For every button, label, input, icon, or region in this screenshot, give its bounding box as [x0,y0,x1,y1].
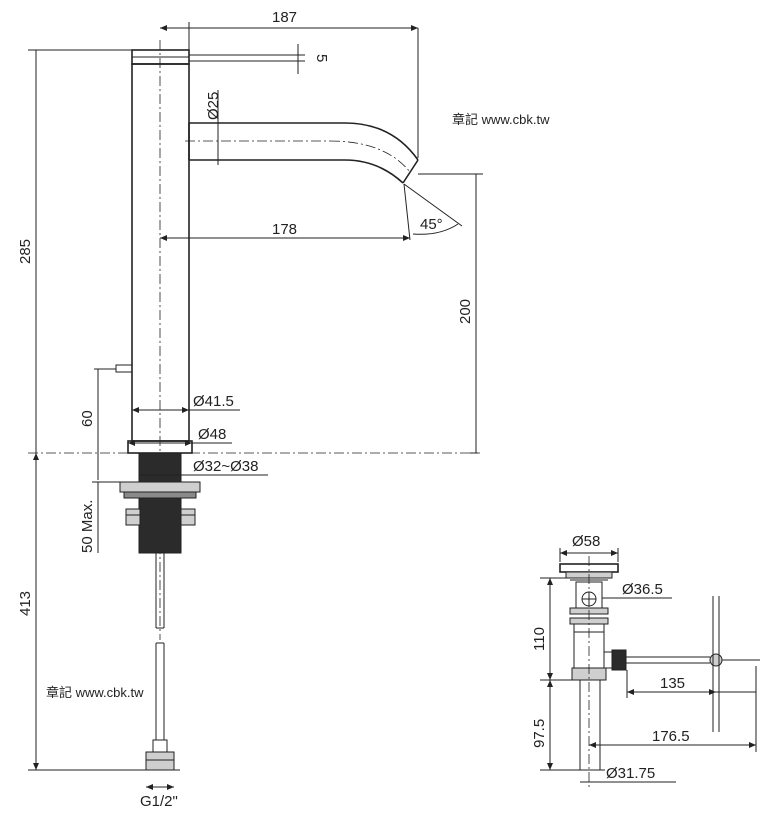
dim-deck-thickness: 50 Max. [79,500,96,553]
dim-tail-dia: Ø31.75 [606,765,655,782]
watermark: 章記 www.cbk.tw [452,112,550,127]
dim-hole-dia: Ø32~Ø38 [193,458,258,475]
dim-handle: 5 [313,54,330,62]
mounting-hardware [119,452,201,554]
dim-lever-height: 60 [79,410,96,427]
dim-hose-length: 413 [17,591,34,616]
dim-reach: 178 [272,221,297,238]
side-lever [115,364,133,373]
dim-connection: G1/2" [140,793,178,810]
dim-rod-length: 135 [660,675,685,692]
supply-hose [155,553,165,740]
dim-base-dia: Ø48 [198,426,226,443]
dim-outlet-height: 200 [457,299,474,324]
drain-view: Ø58 Ø36.5 110 135 97.5 176.5 Ø31.75 [531,533,760,790]
dim-body-dia: Ø41.5 [193,393,234,410]
dim-width-total: 187 [272,9,297,26]
dim-drain-reach: 176.5 [652,728,690,745]
handle-lever [189,54,299,62]
dim-angle: 45° [420,216,443,233]
hose-nut [28,739,180,771]
faucet-view: 187 5 Ø25 178 45° 285 200 Ø41.5 Ø48 Ø32~… [17,9,483,810]
watermark: 章記 www.cbk.tw [46,685,144,700]
dim-height-upper: 110 [531,627,548,651]
dim-spout-dia: Ø25 [205,92,222,120]
spout [185,122,419,184]
dim-drain-body-dia: Ø36.5 [622,581,663,598]
dim-height-total: 285 [17,239,34,264]
dim-cap-dia: Ø58 [572,533,600,550]
popup-rod [603,596,760,732]
dim-height-lower: 97.5 [531,719,548,748]
